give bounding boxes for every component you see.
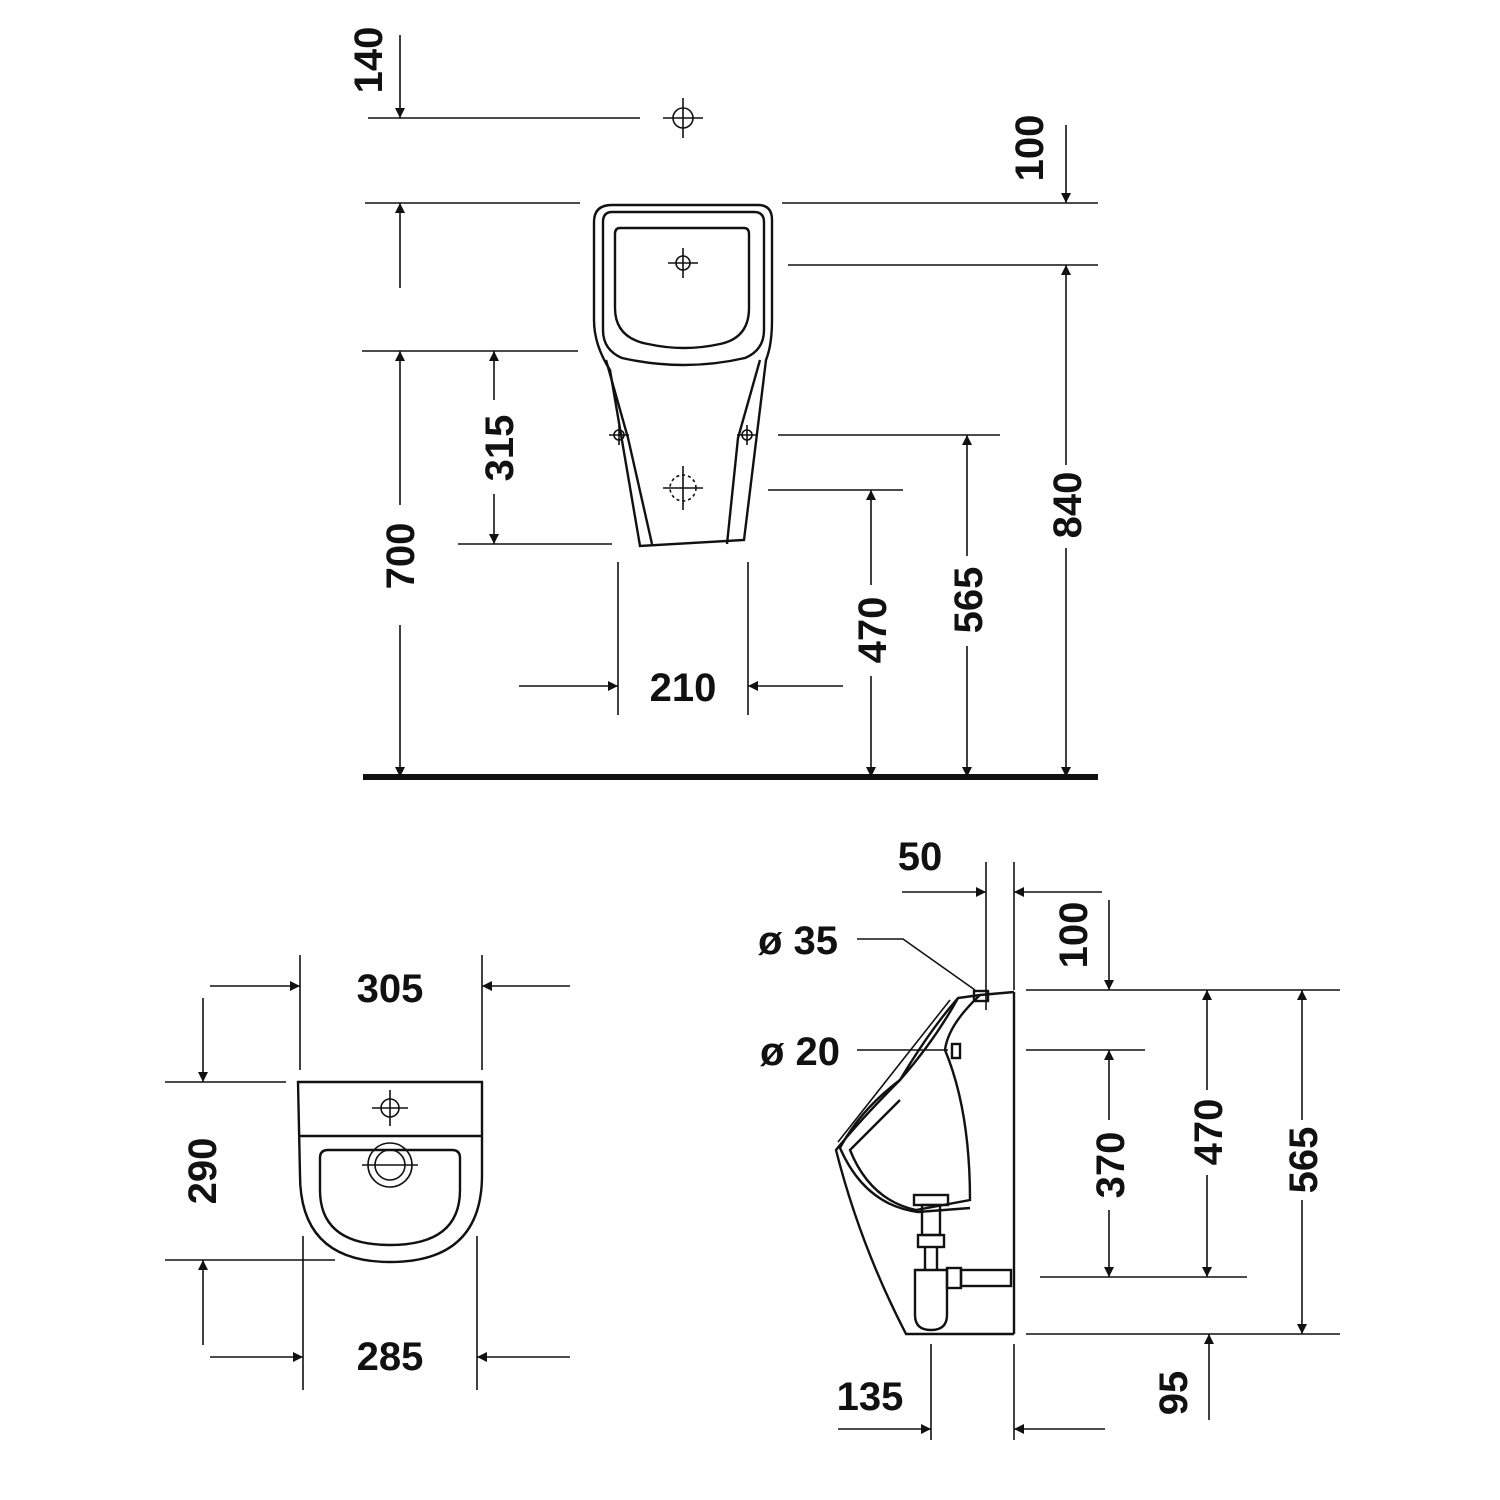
- front-view: 140 100 315 700 840 565 470 210: [347, 27, 1098, 780]
- dim-470-label: 470: [851, 597, 895, 664]
- dim-95-label: 95: [1152, 1371, 1196, 1416]
- inlet-nozzle: [950, 1042, 962, 1060]
- fixing-point-right-icon: [737, 425, 757, 445]
- inlet-pipe: [972, 989, 990, 1003]
- urinal-side-outline: [834, 990, 1015, 1336]
- fixing-point-left-icon: [609, 425, 629, 445]
- dim-100-side-label: 100: [1052, 902, 1096, 969]
- dim-100-label: 100: [1008, 115, 1052, 182]
- dim-135-label: 135: [837, 1375, 904, 1419]
- urinal-top-outline: [296, 1080, 484, 1264]
- dim-285-label: 285: [357, 1335, 424, 1379]
- top-view: 305 290 285: [165, 955, 570, 1390]
- urinal-side-inner-shell: [848, 994, 981, 1212]
- urinal-side-bowl-wall: [838, 997, 971, 1214]
- urinal-front-ridge-right: [725, 359, 762, 545]
- dim-305-label: 305: [357, 967, 424, 1011]
- top-inlet-crosshair-icon: [372, 1090, 408, 1126]
- dim-315-label: 315: [478, 415, 522, 482]
- dim-210-label: 210: [650, 666, 717, 710]
- side-view: 50 100 ø 35 ø 20 370 470 565 135 95: [758, 835, 1340, 1440]
- urinal-front-ridge-left: [604, 359, 654, 545]
- dim-290-label: 290: [181, 1138, 225, 1205]
- dim-phi20-label: ø 20: [760, 1030, 840, 1074]
- waste-outlet-crosshair-icon: [663, 466, 703, 510]
- dim-phi35-label: ø 35: [758, 919, 838, 963]
- dim-140-label: 140: [347, 27, 391, 94]
- dim-565-label: 565: [947, 567, 991, 634]
- spray-head-crosshair-icon: [668, 248, 698, 278]
- top-drain-icon: [362, 1142, 418, 1188]
- dim-50-label: 50: [898, 835, 943, 879]
- urinal-front-outline: [592, 203, 774, 548]
- dim-470-side-label: 470: [1187, 1099, 1231, 1166]
- dim-565-side-label: 565: [1282, 1127, 1326, 1194]
- dim-700-label: 700: [379, 523, 423, 590]
- waste-trap-icon: [912, 1193, 1013, 1332]
- dim-840-label: 840: [1046, 472, 1090, 539]
- urinal-bowl: [613, 226, 751, 350]
- water-inlet-crosshair-icon: [663, 98, 703, 138]
- urinal-top-bowl: [318, 1148, 462, 1247]
- urinal-rim-inner: [601, 210, 766, 367]
- dim-370-label: 370: [1089, 1132, 1133, 1199]
